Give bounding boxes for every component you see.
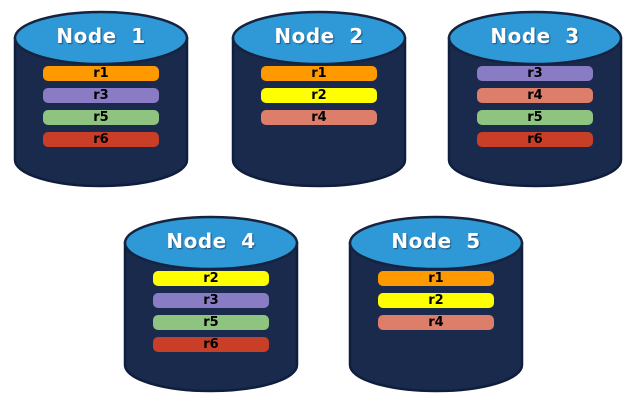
cylinder-top xyxy=(348,215,524,271)
node-cylinder: Node 4 r2 r3 r5 r6 xyxy=(122,213,300,395)
partition-label: r4 xyxy=(527,88,543,103)
partition-label: r1 xyxy=(93,66,109,81)
partition-label: r2 xyxy=(203,271,219,286)
partition-label: r3 xyxy=(93,88,109,103)
partition-bar: r1 xyxy=(261,66,377,81)
partition-bar: r1 xyxy=(43,66,159,81)
partition-label: r4 xyxy=(428,315,444,330)
partition-label: r6 xyxy=(527,132,543,147)
partition-label: r6 xyxy=(203,337,219,352)
node-title: Node 2 xyxy=(274,24,364,48)
node-cylinder: Node 5 r1 r2 r4 xyxy=(347,213,525,395)
node-title: Node 3 xyxy=(490,24,580,48)
partition-bar: r4 xyxy=(378,315,494,330)
partition-bar: r3 xyxy=(43,88,159,103)
cylinder-top xyxy=(231,10,407,66)
node-title: Node 5 xyxy=(391,229,481,253)
node-cylinder: Node 3 r3 r4 r5 r6 xyxy=(446,8,624,190)
partition-label: r6 xyxy=(93,132,109,147)
node-title: Node 1 xyxy=(56,24,146,48)
partition-label: r3 xyxy=(203,293,219,308)
partition-label: r4 xyxy=(311,110,327,125)
partition-label: r1 xyxy=(311,66,327,81)
partition-bar: r1 xyxy=(378,271,494,286)
partition-label: r5 xyxy=(93,110,109,125)
partition-label: r5 xyxy=(203,315,219,330)
partition-bar: r2 xyxy=(261,88,377,103)
partition-list: r3 r4 r5 r6 xyxy=(477,66,593,147)
partition-list: r1 r3 r5 r6 xyxy=(43,66,159,147)
partition-bar: r5 xyxy=(153,315,269,330)
partition-list: r1 r2 r4 xyxy=(378,271,494,330)
partition-bar: r4 xyxy=(477,88,593,103)
node-title: Node 4 xyxy=(166,229,256,253)
partition-bar: r2 xyxy=(153,271,269,286)
partition-bar: r5 xyxy=(43,110,159,125)
partition-bar: r4 xyxy=(261,110,377,125)
partition-list: r2 r3 r5 r6 xyxy=(153,271,269,352)
partition-label: r2 xyxy=(428,293,444,308)
partition-bar: r6 xyxy=(153,337,269,352)
partition-bar: r3 xyxy=(153,293,269,308)
partition-list: r1 r2 r4 xyxy=(261,66,377,125)
partition-label: r5 xyxy=(527,110,543,125)
partition-bar: r3 xyxy=(477,66,593,81)
cylinder-top xyxy=(447,10,623,66)
node-cylinder: Node 2 r1 r2 r4 xyxy=(230,8,408,190)
partition-label: r2 xyxy=(311,88,327,103)
partition-bar: r6 xyxy=(477,132,593,147)
cylinder-top xyxy=(13,10,189,66)
partition-label: r3 xyxy=(527,66,543,81)
partition-bar: r6 xyxy=(43,132,159,147)
node-cylinder: Node 1 r1 r3 r5 r6 xyxy=(12,8,190,190)
partition-bar: r2 xyxy=(378,293,494,308)
partition-label: r1 xyxy=(428,271,444,286)
partition-bar: r5 xyxy=(477,110,593,125)
cylinder-top xyxy=(123,215,299,271)
